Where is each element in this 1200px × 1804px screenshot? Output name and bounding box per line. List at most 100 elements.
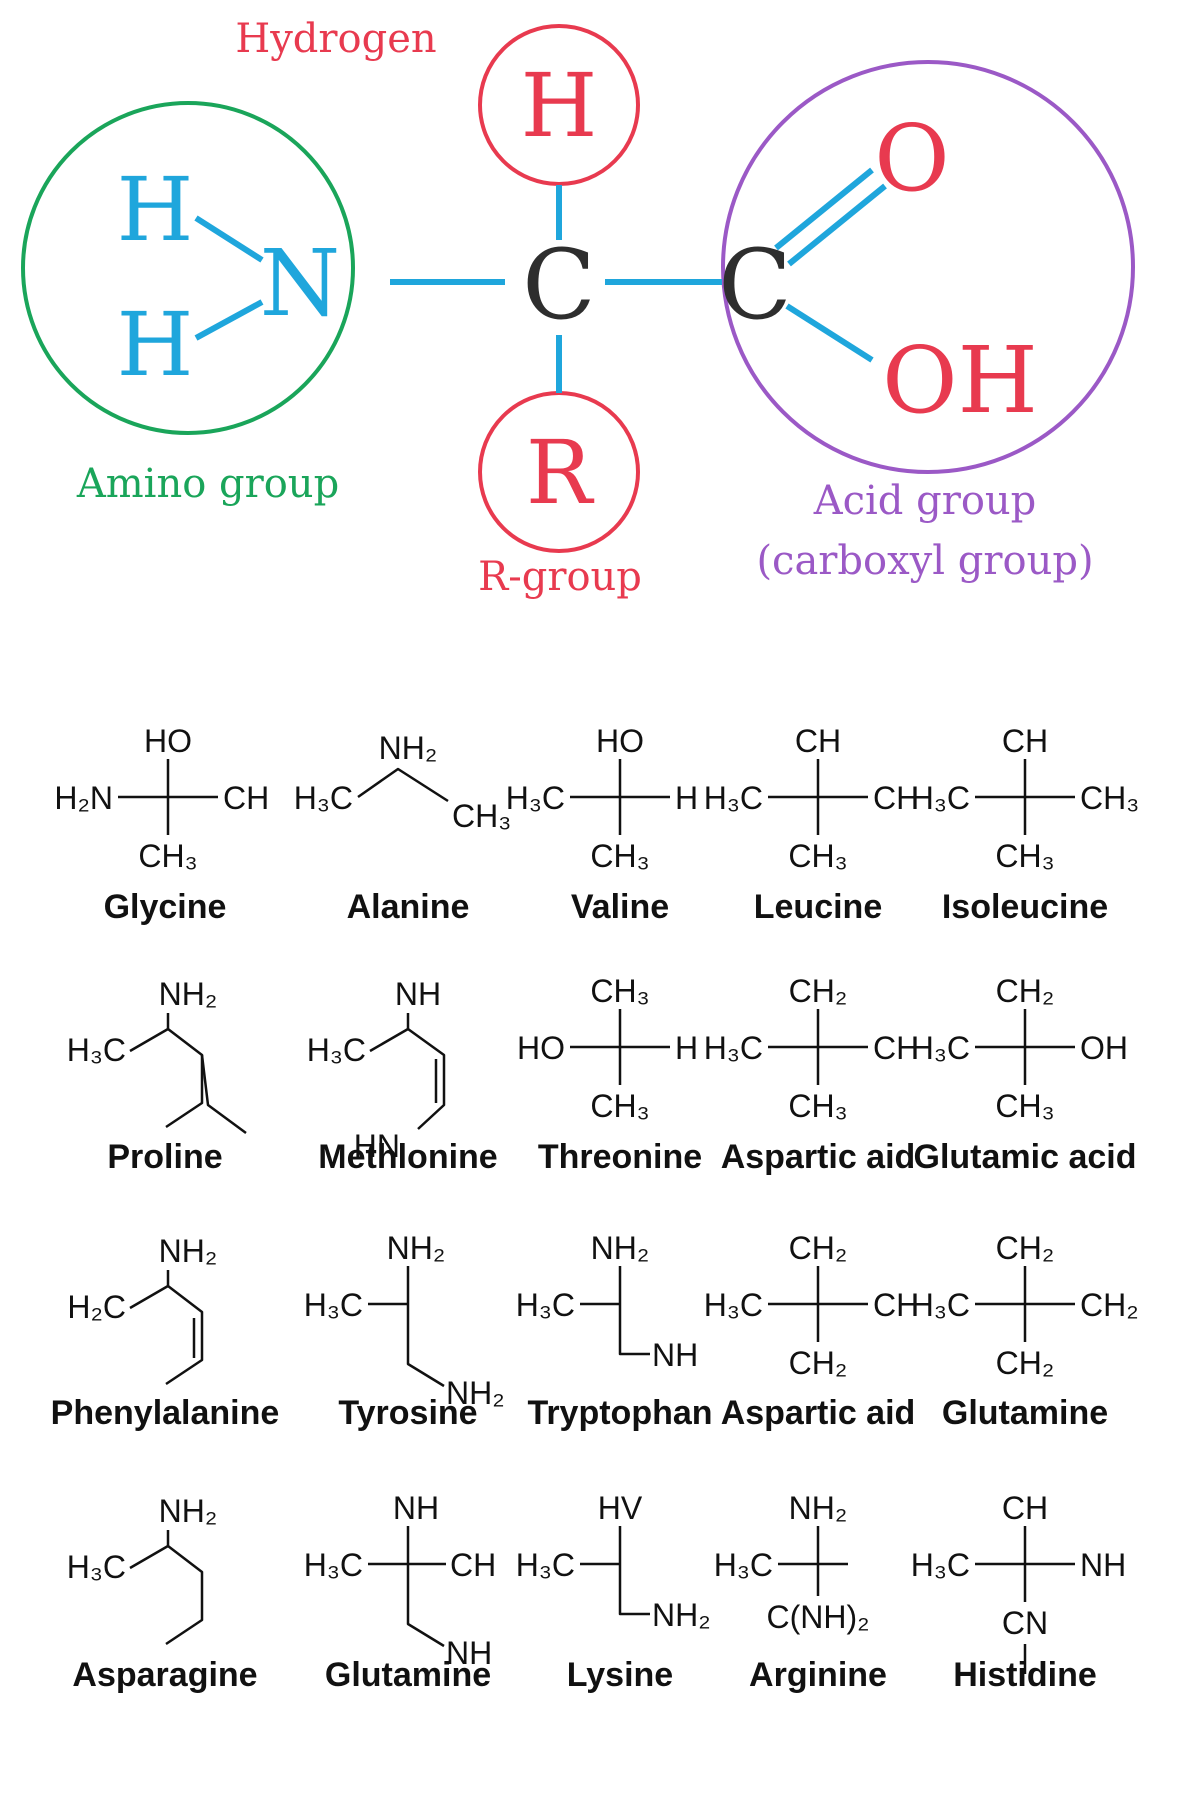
substituent-left: H₃C: [67, 1032, 126, 1068]
substituent-left: H₃C: [67, 1549, 126, 1585]
bond-chain: [129, 1284, 204, 1386]
r-group-label: R-group: [478, 554, 642, 600]
amino-acid-name: Alanine: [347, 888, 470, 926]
substituent-left: H₂C: [67, 1289, 126, 1325]
amino-acid-name: Glycine: [104, 888, 227, 926]
substituent-left: H₃C: [304, 1547, 363, 1583]
substituent-left: H₃C: [704, 1287, 763, 1323]
substituent-left: H₃C: [704, 1030, 763, 1066]
substituent-left: H₃C: [911, 780, 970, 816]
substituent-top: NH₂: [387, 1230, 446, 1266]
amino-group-circle: [21, 101, 355, 435]
substituent-top: CH₂: [789, 1230, 848, 1266]
substituent-top: NH: [395, 976, 441, 1012]
general-structure: H H H N C R C O OH Hydrogen Amino group …: [21, 16, 1135, 600]
carboxyl-group-label: (carboxyl group): [756, 538, 1093, 584]
substituent-right: CH: [873, 780, 919, 816]
substituent-bottom: NH: [652, 1337, 698, 1373]
substituent-top: NH₂: [789, 1490, 848, 1526]
substituent-bottom: NH₂: [652, 1597, 711, 1633]
acid-group-label: Acid group: [813, 478, 1037, 524]
bond-zigzag: [357, 767, 449, 803]
substituent-left: H₃C: [304, 1287, 363, 1323]
substituent-left: H₃C: [911, 1030, 970, 1066]
bond-chain: [129, 1027, 204, 1129]
substituent-top: HO: [144, 723, 192, 759]
substituent-left: H₃C: [516, 1547, 575, 1583]
atom-c-alpha: C: [522, 229, 595, 341]
amino-group-label: Amino group: [76, 461, 339, 507]
acid-group-circle: [721, 60, 1135, 474]
bond-chain: [618, 1266, 650, 1356]
bond-chain: [406, 1266, 445, 1388]
atom-h-top: H: [521, 54, 598, 157]
amino-acid-name: Glutamine: [942, 1394, 1108, 1432]
bond-chain: [129, 1544, 204, 1646]
amino-acid-card: NH₂ H₃C CH₃ Alanine: [294, 730, 512, 926]
substituent-left: H₃C: [714, 1547, 773, 1583]
substituent-left: H₃C: [294, 780, 353, 816]
substituent-left: H₃C: [911, 1547, 970, 1583]
substituent-bottom: CH₃: [788, 1088, 847, 1124]
amino-acid-name: Histidine: [953, 1656, 1097, 1694]
substituent-right: H: [675, 1030, 698, 1066]
substituent-top: NH: [393, 1490, 439, 1526]
substituent-top: CH₂: [996, 973, 1055, 1009]
amino-acid-name: Glutamine: [325, 1656, 491, 1694]
amino-acid-name: Threonine: [538, 1138, 702, 1176]
bond-chain-extra: [200, 1054, 247, 1135]
amino-acid-name: Valine: [571, 888, 669, 926]
amino-acid-card: CH H₃C NH CN Histidine: [911, 1490, 1126, 1694]
atom-amino-h2: H: [117, 293, 194, 396]
substituent-top: CH: [1002, 1490, 1048, 1526]
substituent-bottom: CN: [1002, 1605, 1048, 1641]
substituent-bottom: C(NH)₂: [766, 1599, 869, 1635]
substituent-top: NH₂: [379, 730, 438, 766]
substituent-right: CH₃: [1080, 780, 1139, 816]
substituent-left: H₃C: [911, 1287, 970, 1323]
amino-acid-card: NH₂ H₂C Phenylalanine: [51, 1233, 280, 1432]
substituent-left: H₃C: [506, 780, 565, 816]
amino-acid-name: Methlonine: [318, 1138, 497, 1176]
atom-c-acid: C: [718, 229, 791, 341]
hydrogen-circle: [478, 24, 640, 186]
amino-acid-name: Aspartic aid: [721, 1394, 916, 1432]
substituent-right: NH: [1080, 1547, 1126, 1583]
substituent-right: OH: [1080, 1030, 1128, 1066]
substituent-bottom: NH₂: [446, 1375, 505, 1411]
substituent-bottom: CH₃: [590, 1088, 649, 1124]
double-bond-c-o-a: [774, 167, 874, 251]
hydrogen-label: Hydrogen: [235, 16, 436, 62]
substituent-top: NH₂: [159, 1233, 218, 1269]
substituent-right: CH₃: [452, 798, 511, 834]
substituent-top: NH₂: [159, 1493, 218, 1529]
substituent-top: HO: [596, 723, 644, 759]
substituent-right: CH: [223, 780, 269, 816]
substituent-left: HO: [517, 1030, 565, 1066]
atom-amino-n: N: [260, 230, 341, 337]
atom-amino-h1: H: [117, 158, 194, 261]
amino-acid-name: Proline: [107, 1138, 222, 1176]
amino-acid-name: Leucine: [754, 888, 882, 926]
substituent-top: NH₂: [591, 1230, 650, 1266]
substituent-top: CH: [795, 723, 841, 759]
substituent-top: CH₂: [789, 973, 848, 1009]
substituent-right: CH: [873, 1287, 919, 1323]
atom-o: O: [874, 105, 949, 212]
atom-r: R: [526, 421, 595, 524]
amino-acid-name: Glutamic acid: [914, 1138, 1137, 1176]
bond-chain: [369, 1027, 446, 1130]
amino-acid-name: Phenylalanine: [51, 1394, 280, 1432]
amino-acid-name: Isoleucine: [942, 888, 1108, 926]
substituent-top: CH: [1002, 723, 1048, 759]
